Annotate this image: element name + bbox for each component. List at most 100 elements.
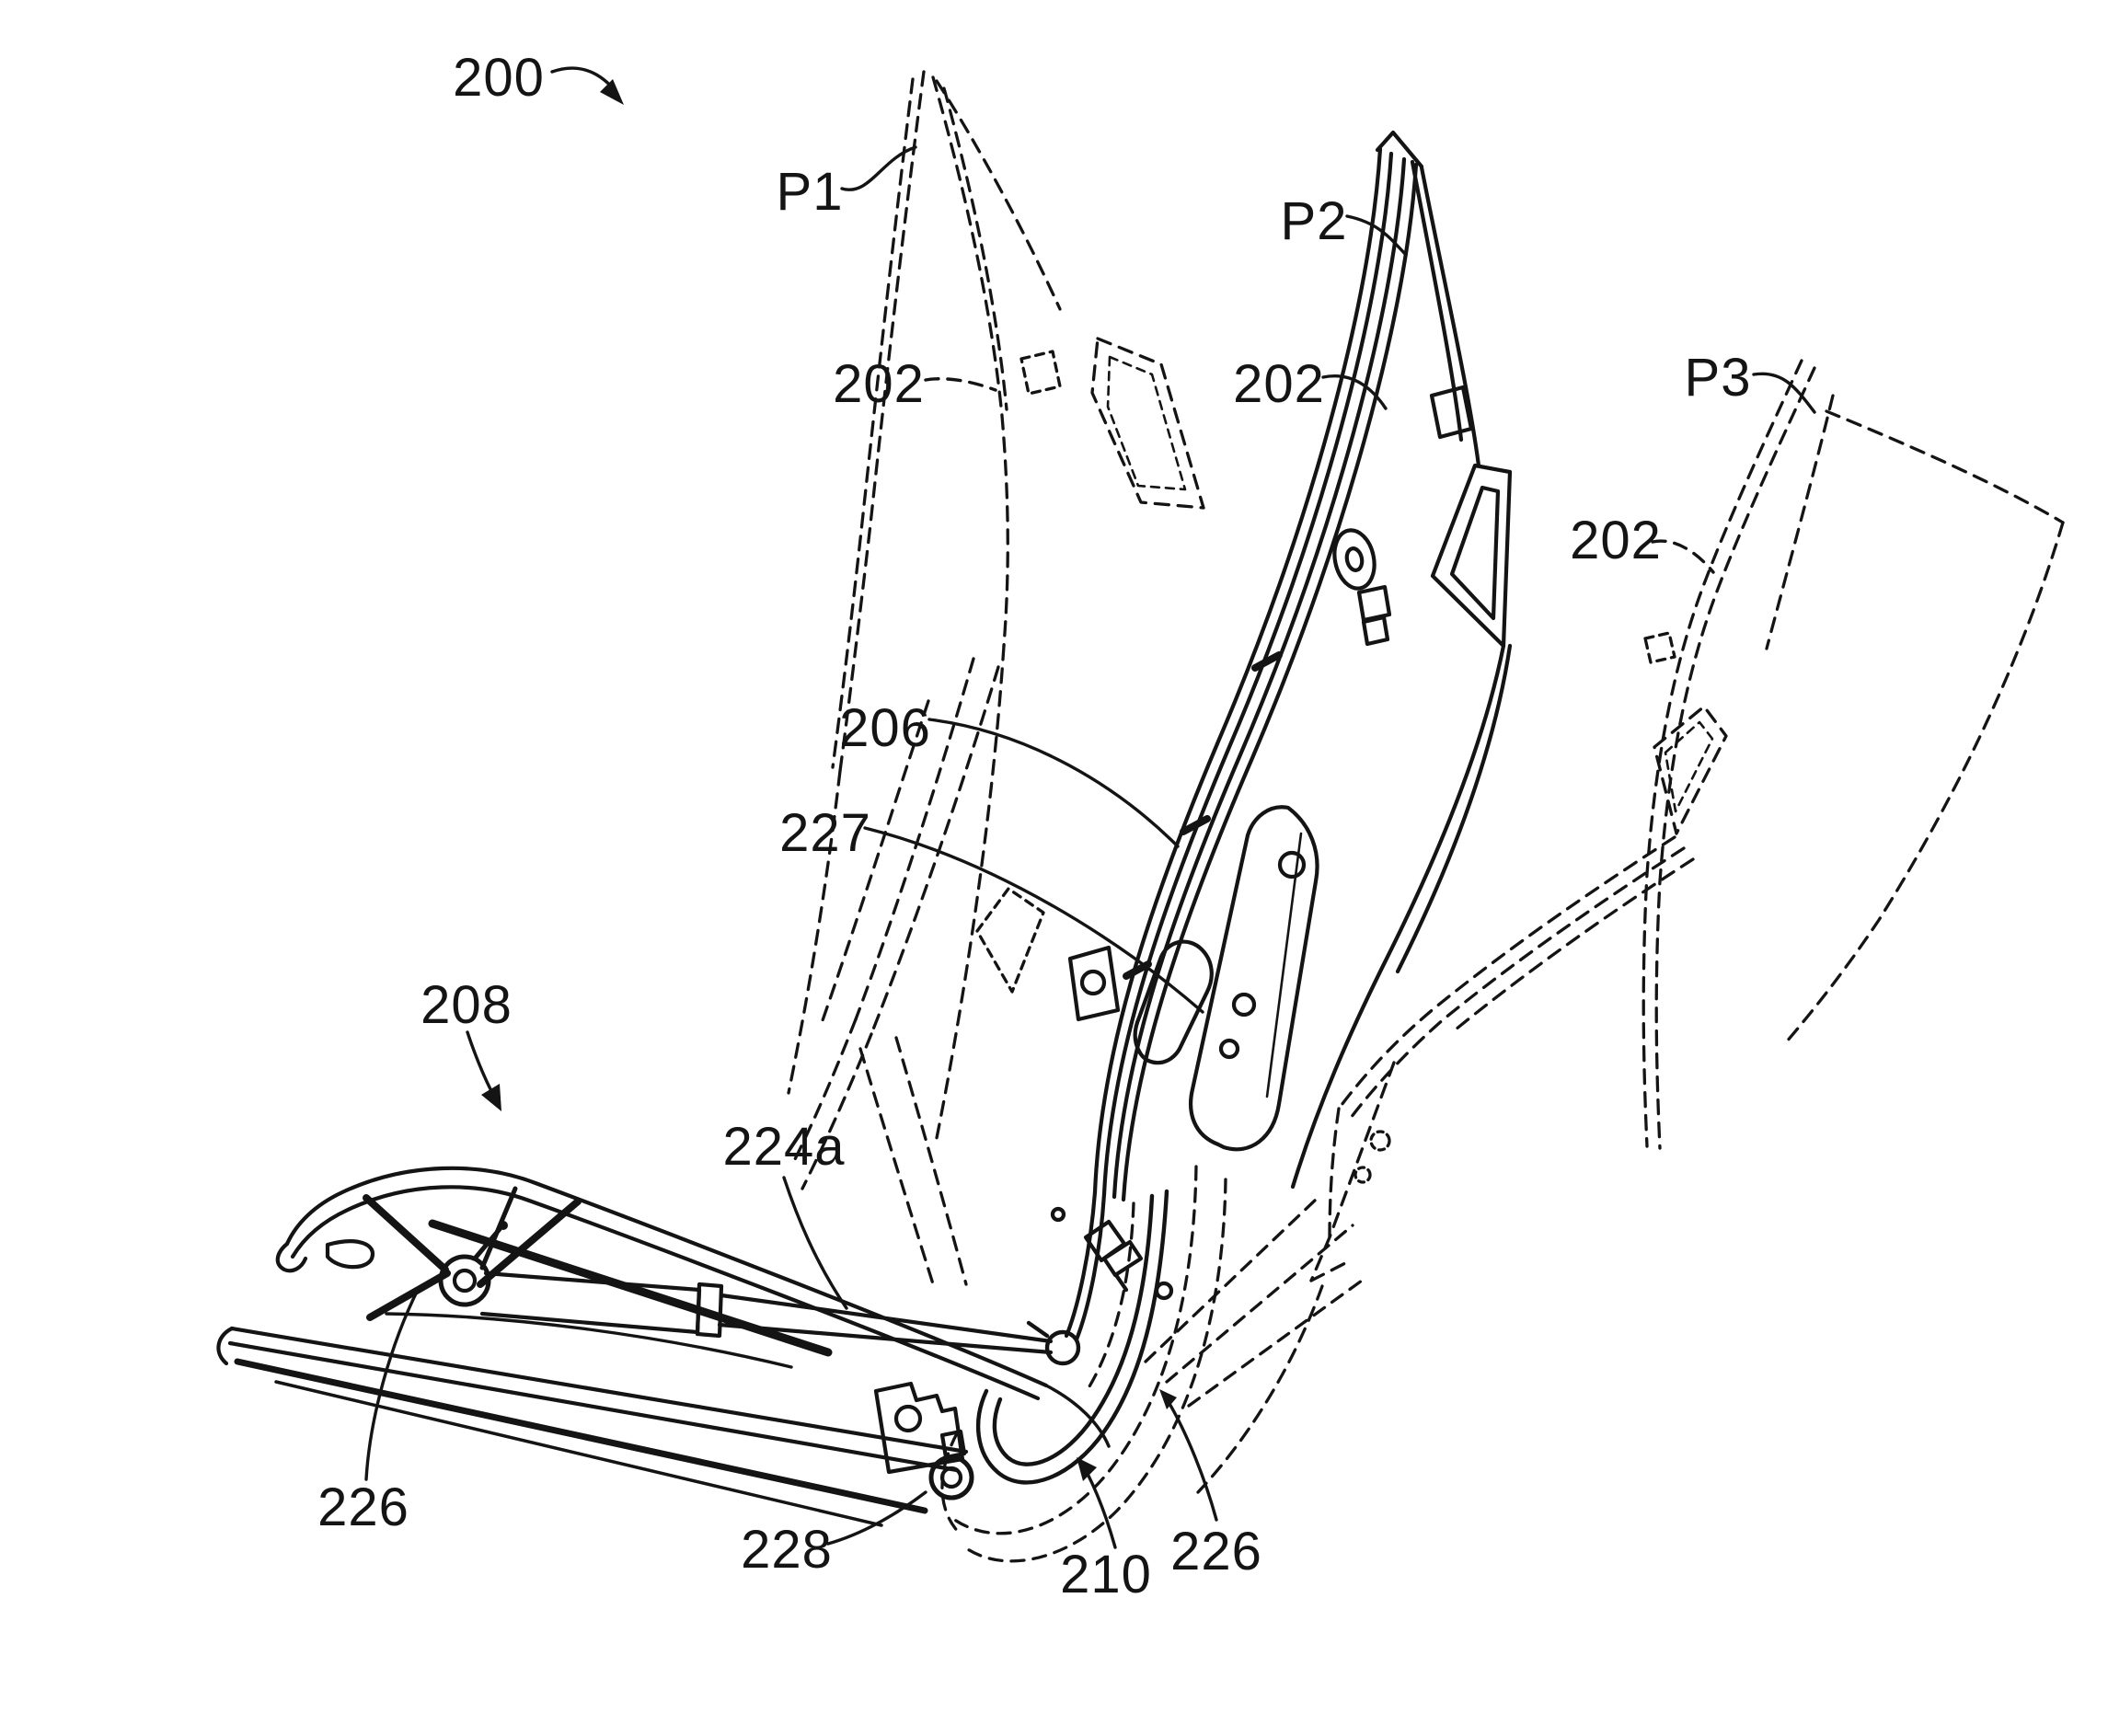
phantom-line	[935, 79, 1062, 311]
phantom-hole	[1353, 1166, 1372, 1184]
track-inner	[992, 1193, 1155, 1466]
gate-tip	[1375, 130, 1424, 169]
leader-210	[1086, 1472, 1117, 1549]
track-outer	[975, 1189, 1169, 1485]
strut-cylinder-224a	[483, 1270, 702, 1293]
fold-linkage-bar	[385, 1312, 793, 1369]
rail-end-bracket-hole	[893, 1404, 923, 1433]
arrowhead-210	[1077, 1457, 1097, 1481]
phantom-line	[1654, 366, 1816, 1150]
trim-panel-hole	[1277, 850, 1307, 879]
strut-collar	[695, 1282, 724, 1339]
leader-202-left	[924, 377, 997, 392]
label-210: 210	[1060, 1545, 1152, 1604]
gate-rail-line	[1112, 156, 1407, 1200]
blade-lip	[325, 1239, 375, 1270]
phantom-line	[838, 70, 926, 773]
base-rail-line	[229, 1326, 969, 1454]
pivot-bracket	[1356, 584, 1392, 623]
label-228: 228	[741, 1520, 833, 1580]
phantom-line	[831, 77, 915, 769]
leader-202-right	[1651, 539, 1715, 574]
phantom-hole	[1369, 1130, 1391, 1152]
leader-p1	[840, 145, 917, 191]
phantom-line	[858, 1047, 937, 1292]
window-frame-inner	[1449, 485, 1501, 621]
phantom-line	[942, 86, 1008, 411]
pivot-bracket	[1361, 615, 1390, 647]
phantom-fan-line	[1187, 1279, 1364, 1408]
link-brace	[477, 1198, 582, 1288]
phantom-arc	[948, 1165, 1198, 1535]
phantom-window-outline	[1653, 705, 1728, 835]
phantom-line	[820, 699, 930, 1025]
gate-assembly-p2	[1050, 130, 1513, 1342]
phantom-line	[1196, 1284, 1324, 1494]
roller-228-hole	[939, 1466, 963, 1489]
hub-pin	[472, 1226, 502, 1261]
phantom-track-arcs	[940, 1165, 1364, 1563]
phantom-window-inner	[1106, 355, 1187, 491]
strut-rod	[719, 1293, 1054, 1344]
base-rail-line	[234, 1358, 928, 1514]
pivot-hub-226	[438, 1254, 491, 1307]
leader-228	[826, 1490, 927, 1546]
phantom-detail-rect	[1643, 631, 1676, 664]
leader-202-middle	[1321, 374, 1388, 410]
bracket-tab	[939, 1429, 967, 1460]
phantom-line	[1641, 359, 1803, 1148]
arrowhead-200	[600, 79, 624, 105]
phantom-line	[1765, 394, 1835, 650]
label-227: 227	[779, 803, 871, 863]
leader-227	[863, 826, 1204, 1014]
gate-rail-line	[1101, 151, 1394, 1197]
phantom-detail-rect	[975, 887, 1045, 994]
fold-linkage-bar	[428, 1219, 833, 1357]
label-208: 208	[420, 975, 513, 1035]
leader-p3	[1752, 372, 1816, 414]
strut-eye-roller	[1044, 1329, 1081, 1366]
phantom-line	[1825, 409, 2065, 524]
leader-p2	[1345, 214, 1408, 257]
gate-rail-line	[1092, 146, 1383, 1195]
phantom-gate-position-p1	[787, 70, 1205, 1292]
base-rail-line	[227, 1340, 960, 1473]
gate-outer-skin	[1419, 165, 1481, 468]
rail-tick	[1180, 815, 1211, 835]
label-p2: P2	[1281, 191, 1348, 251]
label-202-right: 202	[1570, 511, 1662, 570]
trim-panel	[1189, 805, 1319, 1152]
phantom-line	[792, 1017, 858, 1163]
annotation-leaders	[364, 66, 1816, 1549]
label-202-left: 202	[833, 354, 925, 414]
arrowhead-208	[481, 1084, 501, 1111]
rail-end-bracket	[873, 1381, 965, 1475]
phantom-belt-line	[1337, 835, 1676, 1110]
phantom-window-inner	[1664, 720, 1714, 813]
guide-track-210	[975, 1189, 1169, 1485]
roller-228	[928, 1454, 974, 1500]
gate-pivot-hole	[1344, 546, 1365, 572]
small-hole	[1050, 1206, 1066, 1223]
gate-rail-bottom	[1064, 1190, 1098, 1339]
label-226-right: 226	[1170, 1522, 1262, 1581]
phantom-line	[870, 665, 1000, 1036]
label-200: 200	[453, 48, 545, 108]
phantom-belt-line	[1454, 857, 1695, 1031]
leader-208	[466, 1030, 493, 1093]
latch-stem	[1113, 1272, 1129, 1293]
rail-tick	[1251, 651, 1283, 672]
strut-eye-pin	[1026, 1320, 1050, 1339]
arrowhead-226-right	[1159, 1389, 1177, 1409]
gate-outer-skin	[1410, 159, 1464, 443]
hub-pin-head	[499, 1221, 508, 1230]
leader-206	[927, 718, 1180, 848]
label-206: 206	[839, 698, 931, 758]
phantom-detail-rect	[1019, 350, 1062, 396]
trim-panel-hole	[1218, 1038, 1240, 1060]
strut-cylinder-224a	[479, 1311, 700, 1335]
gate-lower-edge	[1395, 643, 1513, 974]
seatback-blade-bottom	[290, 1185, 1041, 1401]
leader-226-left	[364, 1286, 420, 1481]
